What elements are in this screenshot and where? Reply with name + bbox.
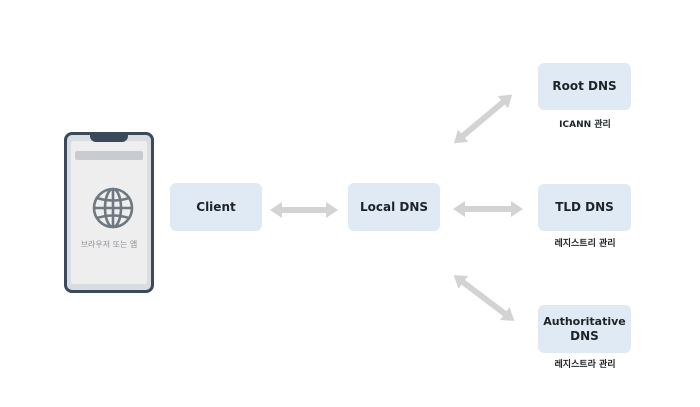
authoritative-caption: 레지스트라 관리: [554, 360, 616, 370]
root-dns-node: Root DNS: [538, 63, 631, 110]
phone-device: 브라우저 또는 앱: [64, 132, 154, 293]
authoritative-dns-node: Authoritative DNS: [538, 305, 631, 353]
globe-icon: [92, 187, 134, 229]
root-caption: ICANN 관리: [559, 120, 611, 130]
arrow-client-local: [270, 202, 338, 218]
arrow-local-auth: [453, 275, 515, 321]
phone-screen: 브라우저 또는 앱: [71, 141, 147, 284]
local-dns-node: Local DNS: [348, 183, 440, 231]
tld-caption: 레지스트리 관리: [554, 239, 616, 249]
authoritative-line2: DNS: [570, 329, 599, 343]
phone-label: 브라우저 또는 앱: [80, 240, 138, 249]
authoritative-line1: Authoritative: [543, 315, 626, 328]
arrow-local-tld: [453, 201, 523, 217]
phone-notch: [90, 134, 128, 142]
client-node: Client: [170, 183, 262, 231]
tld-dns-node: TLD DNS: [538, 184, 631, 231]
arrow-local-root: [453, 94, 513, 144]
browser-address-bar: [75, 151, 143, 160]
